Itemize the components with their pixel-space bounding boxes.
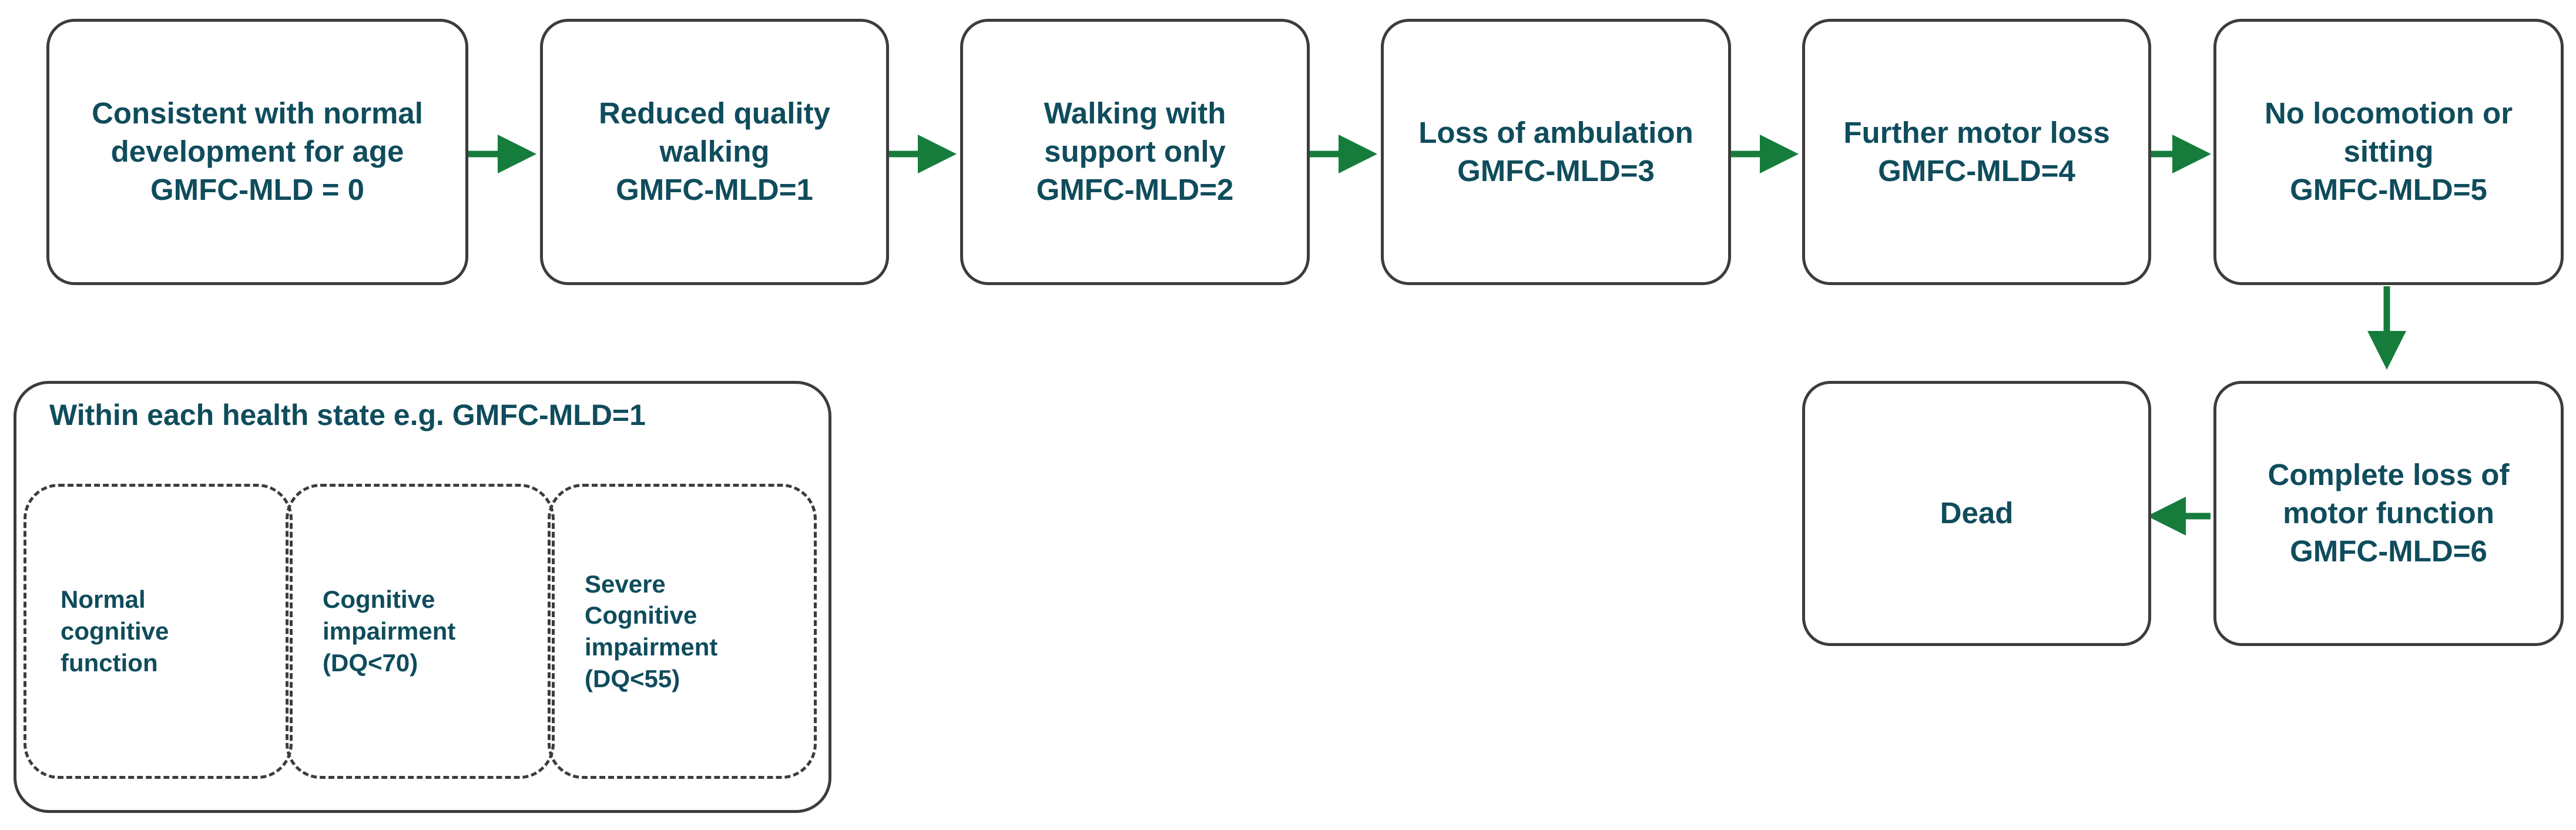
state-label-line: GMFC-MLD=5 [2290, 172, 2487, 206]
state-label-line: GMFC-MLD=3 [1457, 153, 1655, 188]
substate-label-line: (DQ<55) [585, 664, 680, 692]
state-label-line: Walking with [1044, 96, 1226, 130]
substate-label-line: (DQ<70) [323, 648, 418, 677]
substate-label-line: cognitive [61, 617, 169, 645]
substate-severe-cognitive-impairment: Severe Cognitive impairment (DQ<55) [548, 484, 817, 779]
state-gmfc-mld-3: Loss of ambulation GMFC-MLD=3 [1381, 19, 1731, 285]
state-label-line: support only [1044, 135, 1226, 169]
state-label-line: GMFC-MLD=4 [1878, 153, 2075, 188]
substate-label-line: impairment [323, 617, 456, 645]
state-gmfc-mld-4: Further motor loss GMFC-MLD=4 [1802, 19, 2151, 285]
state-label-line: GMFC-MLD=1 [616, 172, 813, 206]
substate-label-line: impairment [585, 633, 718, 661]
substate-label-line: function [61, 648, 158, 677]
state-gmfc-mld-2: Walking with support only GMFC-MLD=2 [960, 19, 1310, 285]
state-label-line: Consistent with normal [92, 96, 423, 130]
state-label-line: development for age [110, 135, 404, 169]
state-label-line: GMFC-MLD = 0 [150, 172, 365, 206]
state-gmfc-mld-5: No locomotion or sitting GMFC-MLD=5 [2213, 19, 2564, 285]
state-label-line: sitting [2343, 135, 2434, 169]
state-label-line: Reduced quality [599, 96, 830, 130]
state-label-line: Further motor loss [1843, 115, 2110, 149]
state-gmfc-mld-1: Reduced quality walking GMFC-MLD=1 [540, 19, 889, 285]
state-label-line: GMFC-MLD=6 [2290, 534, 2487, 568]
substate-label-line: Cognitive [323, 585, 435, 614]
legend-title: Within each health state e.g. GMFC-MLD=1 [49, 399, 646, 431]
substate-label-line: Severe [585, 570, 666, 598]
state-gmfc-mld-6: Complete loss of motor function GMFC-MLD… [2213, 381, 2564, 646]
state-label-line: walking [659, 135, 770, 169]
substate-normal-cognitive: Normal cognitive function [24, 484, 293, 779]
state-label-line: Complete loss of [2268, 458, 2510, 492]
state-label-line: No locomotion or [2264, 96, 2513, 130]
substate-label-line: Cognitive [585, 601, 697, 630]
state-label-line: Dead [1940, 496, 2014, 530]
health-state-legend: Within each health state e.g. GMFC-MLD=1… [14, 381, 831, 813]
state-dead: Dead [1802, 381, 2151, 646]
state-label-line: motor function [2283, 496, 2494, 530]
state-gmfc-mld-0: Consistent with normal development for a… [46, 19, 468, 285]
state-label-line: GMFC-MLD=2 [1036, 172, 1234, 206]
state-label-line: Loss of ambulation [1418, 115, 1693, 149]
substate-label-line: Normal [61, 585, 146, 614]
substate-cognitive-impairment: Cognitive impairment (DQ<70) [286, 484, 555, 779]
